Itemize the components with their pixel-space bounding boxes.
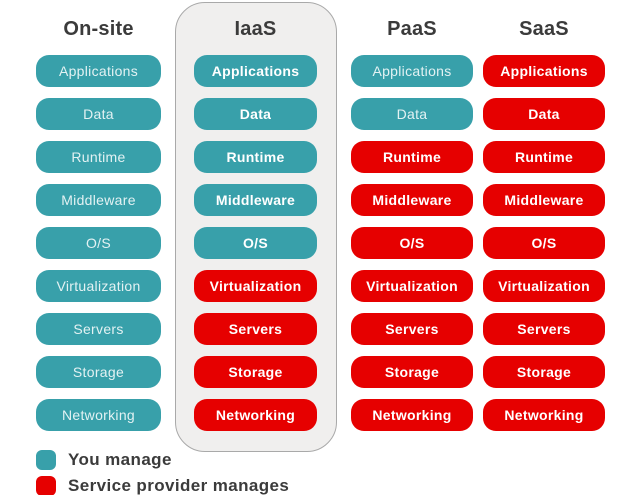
column-paas: PaaS Applications Data Runtime Middlewar… (351, 0, 473, 431)
layer-pill: Data (36, 98, 161, 130)
layer-pill: O/S (36, 227, 161, 259)
layer-pill: Data (483, 98, 605, 130)
layer-pill: Applications (194, 55, 317, 87)
layer-pill: Servers (483, 313, 605, 345)
layer-pill: Virtualization (483, 270, 605, 302)
layer-pill: Servers (194, 313, 317, 345)
layer-pill: Data (194, 98, 317, 130)
layer-pill: Applications (36, 55, 161, 87)
layer-pill: Networking (351, 399, 473, 431)
legend-item-provider-manages: Service provider manages (36, 476, 289, 495)
layer-pill: Servers (351, 313, 473, 345)
legend-label-you-manage: You manage (68, 450, 172, 469)
layer-pill: Middleware (36, 184, 161, 216)
layer-pill: Applications (351, 55, 473, 87)
layer-pill: Virtualization (194, 270, 317, 302)
layer-pill: Storage (483, 356, 605, 388)
layer-pill: Runtime (483, 141, 605, 173)
column-saas: SaaS Applications Data Runtime Middlewar… (483, 0, 605, 431)
layer-pill: O/S (351, 227, 473, 259)
layer-pill: Runtime (194, 141, 317, 173)
legend-label-provider-manages: Service provider manages (68, 476, 290, 495)
column-onsite: On-site Applications Data Runtime Middle… (36, 0, 161, 431)
layer-pill: Applications (483, 55, 605, 87)
layer-pill: O/S (194, 227, 317, 259)
layer-pill: Networking (194, 399, 317, 431)
layer-pill: Runtime (351, 141, 473, 173)
you-manage-color-swatch (36, 450, 56, 470)
column-header-paas: PaaS (387, 18, 437, 40)
layer-pill: Servers (36, 313, 161, 345)
layer-pill: Middleware (483, 184, 605, 216)
legend-item-you-manage: You manage (36, 450, 172, 470)
layer-pill: Middleware (194, 184, 317, 216)
layer-pill: Networking (36, 399, 161, 431)
column-header-iaas: IaaS (234, 18, 277, 40)
layer-pill: Virtualization (351, 270, 473, 302)
column-iaas: IaaS Applications Data Runtime Middlewar… (194, 0, 317, 431)
layer-pill: Storage (36, 356, 161, 388)
layer-pill: Data (351, 98, 473, 130)
provider-manages-color-swatch (36, 476, 56, 495)
column-header-onsite: On-site (63, 18, 134, 40)
layer-pill: Storage (351, 356, 473, 388)
layer-pill: O/S (483, 227, 605, 259)
layer-pill: Middleware (351, 184, 473, 216)
layer-pill: Networking (483, 399, 605, 431)
layer-pill: Virtualization (36, 270, 161, 302)
layer-pill: Storage (194, 356, 317, 388)
column-header-saas: SaaS (519, 18, 569, 40)
layer-pill: Runtime (36, 141, 161, 173)
